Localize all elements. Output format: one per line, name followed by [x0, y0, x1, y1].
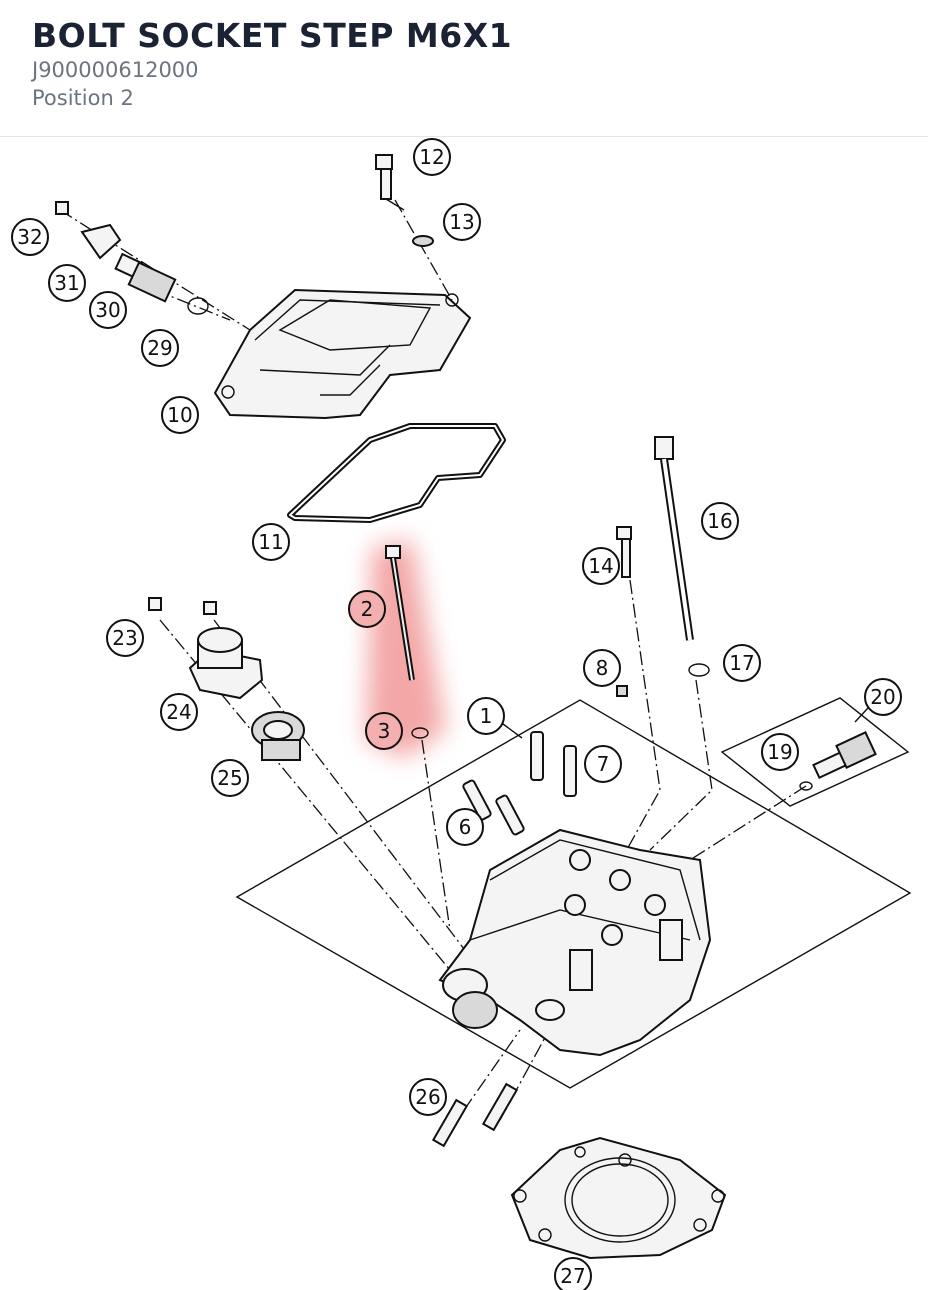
callout-12[interactable]: 12 [413, 138, 451, 176]
callout-24[interactable]: 24 [160, 693, 198, 731]
callout-14[interactable]: 14 [582, 547, 620, 585]
callout-23[interactable]: 23 [106, 619, 144, 657]
callout-27[interactable]: 27 [554, 1257, 592, 1290]
callout-3[interactable]: 3 [365, 712, 403, 750]
part-number: J900000612000 [32, 58, 199, 82]
callout-1[interactable]: 1 [467, 697, 505, 735]
dowel-8 [616, 685, 628, 697]
svg-text:25: 25 [217, 766, 242, 790]
callout-13[interactable]: 13 [443, 203, 481, 241]
bolt-14 [616, 526, 632, 578]
bracket-32 [55, 201, 122, 260]
part-header: BOLT SOCKET STEP M6X1 J900000612000 Posi… [0, 0, 928, 137]
svg-text:17: 17 [729, 651, 754, 675]
valve-cover-gasket [287, 423, 506, 523]
svg-text:16: 16 [707, 509, 732, 533]
svg-text:8: 8 [596, 656, 609, 680]
washer-17 [688, 663, 710, 677]
svg-text:13: 13 [449, 210, 474, 234]
svg-text:30: 30 [95, 298, 120, 322]
svg-text:12: 12 [419, 145, 444, 169]
sensor-plane [720, 697, 910, 807]
callout-6[interactable]: 6 [446, 808, 484, 846]
valve-cover [213, 288, 472, 420]
svg-text:27: 27 [560, 1264, 585, 1288]
svg-text:23: 23 [112, 626, 137, 650]
washer-3 [411, 727, 429, 739]
callout-2[interactable]: 2 [348, 590, 386, 628]
svg-text:10: 10 [167, 403, 192, 427]
svg-text:11: 11 [258, 530, 283, 554]
base-plane [235, 699, 912, 1089]
thermostat-25 [251, 711, 305, 761]
bolts-23 [148, 597, 217, 615]
svg-text:29: 29 [147, 336, 172, 360]
callout-20[interactable]: 20 [864, 678, 902, 716]
svg-text:19: 19 [767, 740, 792, 764]
svg-text:24: 24 [166, 700, 191, 724]
washer-13 [412, 235, 434, 247]
callout-17[interactable]: 17 [723, 644, 761, 682]
temperature-sensor-20 [799, 731, 877, 791]
svg-text:3: 3 [378, 719, 391, 743]
o-ring-30 [187, 297, 209, 315]
svg-text:1: 1 [480, 704, 493, 728]
callout-16[interactable]: 16 [701, 502, 739, 540]
callout-29[interactable]: 29 [141, 329, 179, 367]
sensor-31 [114, 252, 177, 303]
head-gasket-27 [510, 1136, 727, 1260]
bolt-12 [375, 154, 405, 211]
callout-19[interactable]: 19 [761, 733, 799, 771]
svg-text:7: 7 [597, 752, 610, 776]
svg-text:26: 26 [415, 1085, 440, 1109]
bolt-socket-step-m6x1[interactable] [385, 545, 415, 681]
bolt-16 [654, 436, 694, 641]
callout-30[interactable]: 30 [89, 291, 127, 329]
callout-25[interactable]: 25 [211, 759, 249, 797]
callout-26[interactable]: 26 [409, 1078, 447, 1116]
svg-text:32: 32 [17, 225, 42, 249]
thermostat-housing-24 [188, 627, 264, 700]
callout-8[interactable]: 8 [583, 649, 621, 687]
callout-11[interactable]: 11 [252, 523, 290, 561]
callout-31[interactable]: 31 [48, 264, 86, 302]
exploded-parts-diagram[interactable]: 1 2 3 6 7 8 10 11 12 13 14 16 17 19 20 2… [0, 138, 928, 1290]
part-title: BOLT SOCKET STEP M6X1 [32, 16, 513, 55]
svg-text:20: 20 [870, 685, 895, 709]
callout-32[interactable]: 32 [11, 218, 49, 256]
svg-text:2: 2 [361, 597, 374, 621]
svg-text:6: 6 [459, 815, 472, 839]
cylinder-head [438, 828, 712, 1057]
valve-guides [462, 731, 577, 836]
dowel-pins-26 [431, 1082, 519, 1148]
callout-7[interactable]: 7 [584, 745, 622, 783]
callout-10[interactable]: 10 [161, 396, 199, 434]
svg-text:31: 31 [54, 271, 79, 295]
svg-text:14: 14 [588, 554, 613, 578]
part-position: Position 2 [32, 86, 134, 110]
